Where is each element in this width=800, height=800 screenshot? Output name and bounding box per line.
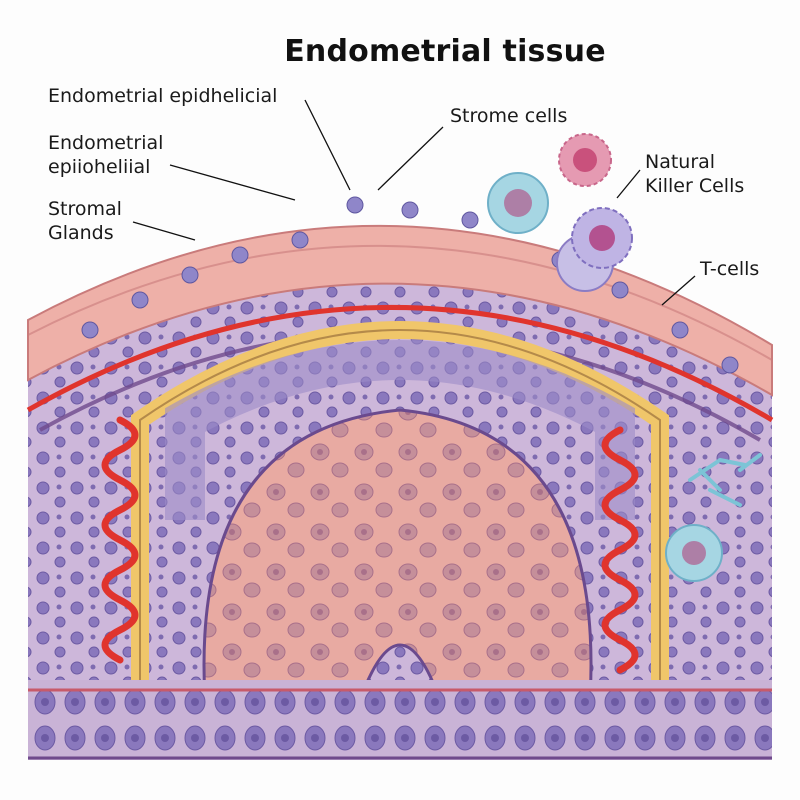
leader-t-cells <box>661 275 696 306</box>
label-line: Endometrial <box>48 132 164 154</box>
basal-layer <box>28 680 772 760</box>
leader-nk <box>616 169 641 199</box>
label-endometrial-epithelial-1: Endometrial epidhelicial <box>48 85 278 107</box>
spiral-artery-right <box>601 426 639 674</box>
label-stromal-glands: Stromal Glands <box>48 197 122 245</box>
label-t-cells: T-cells <box>700 258 760 280</box>
vessel-arc <box>26 304 774 423</box>
label-line: Glands <box>48 222 114 244</box>
label-line: epiioheliial <box>48 156 151 178</box>
leader-stromal-glands <box>132 221 196 241</box>
label-endometrial-epithelial-2: Endometrial epiioheliial <box>48 131 163 179</box>
leader-epithelial-1 <box>304 99 351 191</box>
spiral-artery-left <box>101 416 139 664</box>
nk-cell-purple-icon <box>556 207 633 292</box>
nk-cell-spiky-icon <box>558 133 612 187</box>
leader-epithelial-2 <box>169 164 296 201</box>
label-line: Natural <box>645 151 716 173</box>
label-line: Stromal <box>48 198 122 220</box>
diagram-title: Endometrial tissue <box>284 34 606 69</box>
label-strome-cells: Strome cells <box>450 105 568 127</box>
dendritic-cell-icon <box>688 453 762 507</box>
label-line: Killer Cells <box>645 175 745 197</box>
label-natural-killer-cells: Natural Killer Cells <box>645 150 744 198</box>
leader-strome-cells <box>377 126 444 191</box>
